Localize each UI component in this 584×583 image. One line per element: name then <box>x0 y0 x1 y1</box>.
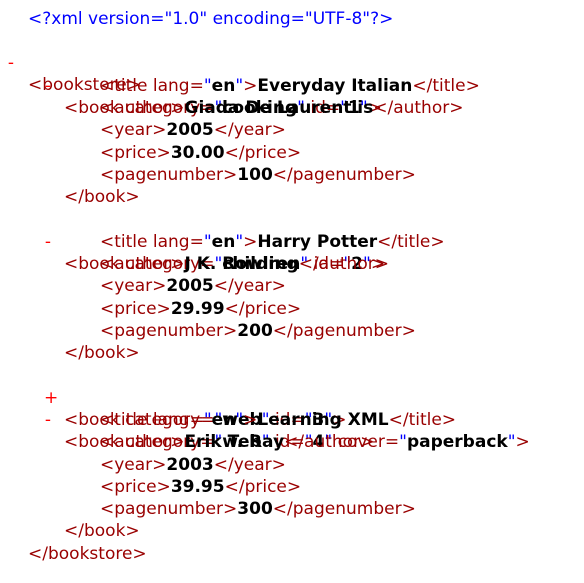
book-1-collapse-toggle[interactable]: - <box>44 76 52 96</box>
book-2-year: <year>2005</year> <box>100 276 286 296</box>
book-1-title: <title lang="en">Everyday Italian</title… <box>100 76 480 96</box>
book-4-open-tag: - <book category="web" id="4" cover="pap… <box>0 387 530 452</box>
book-2-close-tag: </book> <box>64 343 140 363</box>
book-1-pagenumber: <pagenumber>100</pagenumber> <box>100 165 416 185</box>
xml-declaration: <?xml version="1.0" encoding="UTF-8"?> <box>28 9 394 29</box>
book-4-year: <year>2003</year> <box>100 455 286 475</box>
book-1-close-tag: </book> <box>64 187 140 207</box>
book-4-author: <author>Erik T. Ray</author> <box>100 432 375 452</box>
book-1-author: <author>Giada De Laurentiis</author> <box>100 98 464 118</box>
book-2-title: <title lang="en">Harry Potter</title> <box>100 232 445 252</box>
book-1-price: <price>30.00</price> <box>100 143 302 163</box>
root-collapse-toggle[interactable]: - <box>7 53 15 73</box>
book-2-open-tag: - <book category="children" id="2"> <box>0 209 385 274</box>
book-1-open-tag: - <book category="cooking" id="1"> <box>0 53 382 118</box>
book-2-collapse-toggle[interactable]: - <box>44 232 52 252</box>
root-close-tag: </bookstore> <box>28 544 147 564</box>
root-open-tag: - <bookstore> <box>0 30 141 95</box>
book-4-close-tag: </book> <box>64 521 140 541</box>
book-3-expand-toggle[interactable]: + <box>44 388 59 408</box>
book-2-author: <author>J K. Rowling</author> <box>100 254 389 274</box>
book-4-pagenumber: <pagenumber>300</pagenumber> <box>100 499 416 519</box>
book-1-year: <year>2005</year> <box>100 120 286 140</box>
book-2-pagenumber: <pagenumber>200</pagenumber> <box>100 321 416 341</box>
book-3-collapsed-tag: + <book category="web" id="3"> <box>44 388 347 430</box>
book-4-title: <title lang="en">Learning XML</title> <box>100 410 457 430</box>
book-4-collapse-toggle[interactable]: - <box>44 410 52 430</box>
book-2-price: <price>29.99</price> <box>100 299 302 319</box>
book-4-price: <price>39.95</price> <box>100 477 302 497</box>
